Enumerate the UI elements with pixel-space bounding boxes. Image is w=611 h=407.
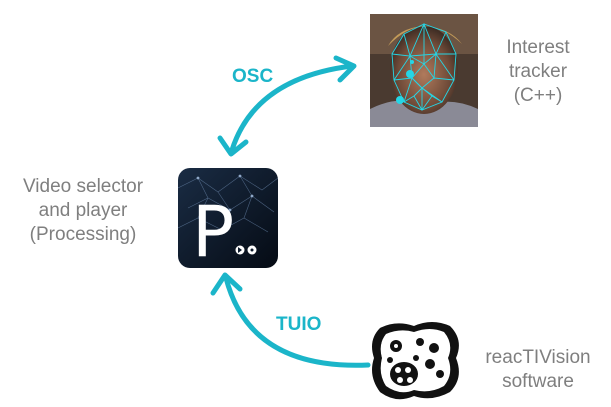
tracker-label: Interest tracker (C++) — [492, 36, 584, 108]
reactivision-label-line-1: reacTIVision — [485, 347, 591, 368]
player-label-line-1: Video selector — [22, 176, 144, 197]
tracker-label-line-2: tracker — [508, 61, 568, 82]
face-tracker-image — [370, 14, 478, 127]
tracker-label-line-1: Interest — [506, 37, 570, 58]
tuio-label: TUIO — [276, 314, 322, 335]
player-label-line-3: (Processing) — [29, 224, 137, 245]
processing-letter: P — [192, 191, 234, 268]
player-label-line-2: and player — [38, 200, 128, 221]
face-mesh-icon — [370, 14, 478, 127]
player-label: Video selector and player (Processing) — [0, 175, 166, 247]
fiducial-icon — [372, 322, 459, 400]
osc-label: OSC — [232, 66, 274, 87]
processing-logo: P — [177, 168, 279, 273]
tracker-label-line-3: (C++) — [513, 85, 563, 106]
tuio-arrow — [210, 272, 371, 368]
osc-arrow — [217, 55, 357, 157]
processing-icon: P — [177, 168, 279, 273]
reactivision-fiducial — [368, 318, 464, 402]
reactivision-label: reacTIVision software — [470, 346, 606, 394]
reactivision-label-line-2: software — [502, 371, 574, 392]
